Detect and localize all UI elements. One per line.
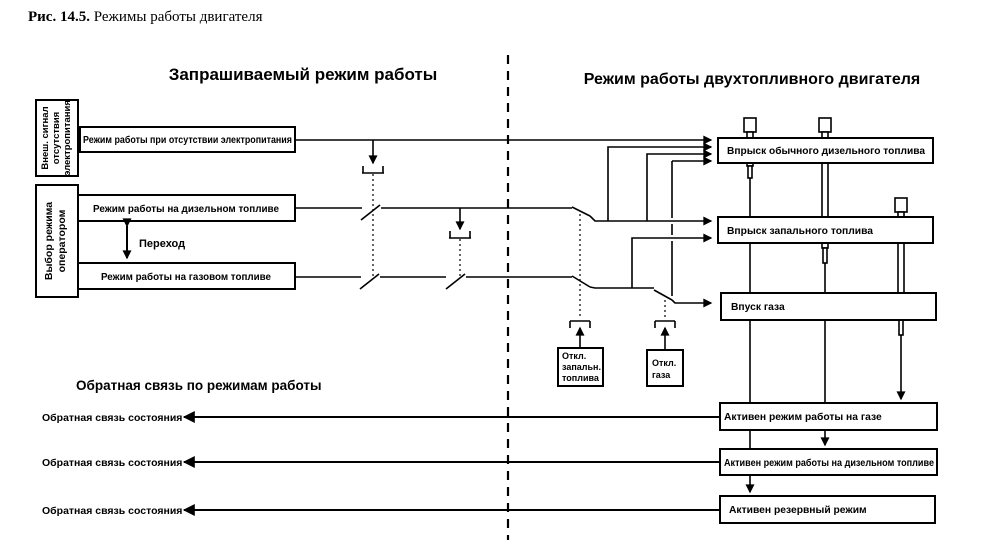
rod1-tip [747,165,753,179]
ext-power-signal-box [35,99,79,177]
operator-select-box [35,184,79,298]
gas-intake-label: Впуск газа [731,302,785,313]
transition-label: Переход [139,238,185,250]
pilot-injection-label: Впрыск запального топлива [727,226,873,237]
gas-intake-box [720,292,937,321]
rod1-cap [743,117,757,133]
active-reserve-label: Активен резервный режим [729,505,867,516]
active-diesel-label: Активен режим работы на дизельном топлив… [724,457,934,469]
gas-mode-label: Режим работы на газовом топливе [101,271,271,283]
pilot-injection-box [717,216,934,244]
rod2-tip [822,247,828,264]
actuator2-bracket-icon [449,231,471,239]
rod-diesel-active [818,117,832,447]
diesel-switch1-blade [360,204,381,221]
gas-shutoff-bracket-icon [654,320,676,328]
feedback-section: Обратная связь по режимам работы Обратна… [42,378,720,517]
gas-shutoff-box [646,349,684,387]
figure-title: Рис. 14.5. Режимы работы двигателя [28,9,263,25]
gas-shutoff-line1: Откл. [652,358,676,368]
pilot-shutoff-bracket-icon [569,320,591,328]
gas-intake-line [671,298,713,308]
heading-requested-mode: Запрашиваемый режим работы [169,65,438,84]
diesel-switch2-blade [571,206,591,217]
active-gas-label: Активен режим работы на газе [724,411,882,423]
pilot-shutoff-line3: топлива [562,373,600,383]
diesel-injection-label: Впрыск обычного дизельного топлива [727,145,925,157]
gas-shutoff-blade [653,289,673,301]
active-reserve-box [719,495,936,524]
rod3-cap [894,197,908,213]
gas-mode-box [77,262,296,290]
engine-side: Впрыск обычного дизельного топлива Впрыс… [557,137,938,524]
feedback-label-1: Обратная связь состояния [42,412,182,424]
riser2-diesel-injection [646,149,713,221]
operator-line2: оператором [56,209,68,272]
gas-shutoff-line2: газа [652,370,671,380]
ext-signal-line1: Внеш. сигнал [40,106,51,169]
riser-pilot-injection [631,233,713,288]
heading-dualfuel-mode: Режим работы двухтопливного двигателя [584,71,921,88]
rod2-cap [818,117,832,133]
pilot-shutoff-box [557,347,604,387]
request-side: Внеш. сигнал отсутствия электропитания В… [35,99,296,298]
gas-switch2-blade [445,273,466,290]
feedback-label-3: Обратная связь состояния [42,505,182,517]
ext-signal-line3: электропитания [62,100,73,176]
signal-lines [295,135,713,350]
riser-diesel-injection [607,142,713,221]
actuator1-bracket-icon [362,166,384,174]
no-power-mode-box [79,126,296,153]
feedback-label-2: Обратная связь состояния [42,457,182,469]
feedback-heading: Обратная связь по режимам работы [76,378,322,393]
figure-caption: Режимы работы двигателя [90,9,263,25]
active-gas-box [719,402,938,431]
gas-switch3-blade [571,275,591,288]
diesel-to-pilot-line [589,215,713,226]
no-power-mode-label: Режим работы при отсутствии электропитан… [83,134,292,146]
rod3-tip [898,319,904,336]
figure-number: Рис. 14.5. [28,9,90,25]
ext-signal-line2: отсутствия [51,112,62,164]
gas-switch1-blade [359,273,380,290]
gas-line-seg4 [589,286,654,289]
pilot-shutoff-line1: Откл. [562,351,586,361]
operator-line1: Выбор режима [43,202,55,280]
diesel-mode-label: Режим работы на дизельном топливе [93,203,279,215]
diesel-injection-box [717,137,934,164]
pilot-shutoff-line2: запальн. [562,362,601,372]
